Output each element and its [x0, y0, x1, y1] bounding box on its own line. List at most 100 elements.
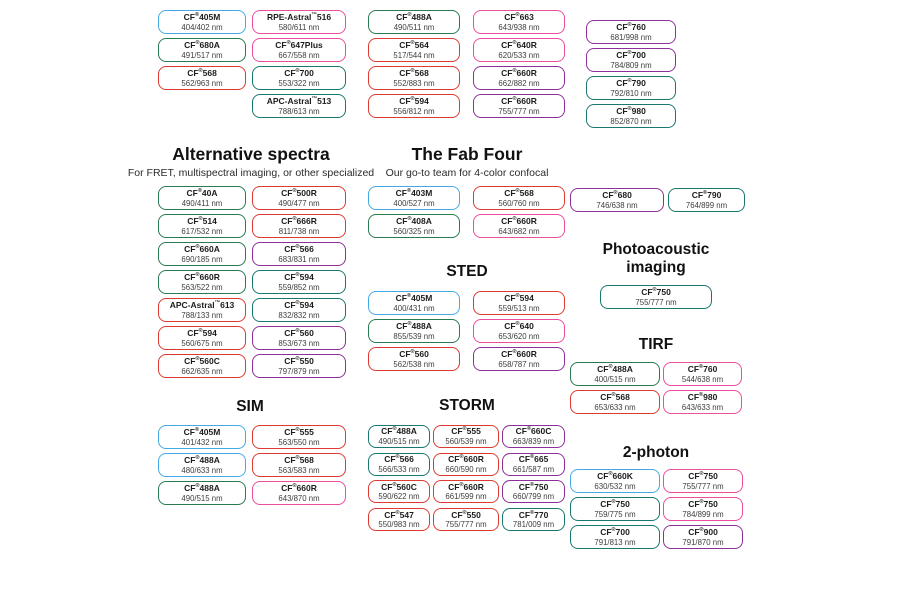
dye-name: CF®750 — [600, 498, 630, 509]
dye-wavelengths: 560/675 nm — [181, 338, 223, 348]
dye-wavelengths: 517/544 nm — [393, 50, 435, 60]
dye-wavelengths: 653/620 nm — [498, 331, 540, 341]
dye-name: CF®640R — [501, 39, 537, 50]
dye-wavelengths: 660/590 nm — [445, 464, 487, 474]
dye-wavelengths: 853/673 nm — [278, 338, 320, 348]
dye-wavelengths: 544/638 nm — [681, 374, 724, 384]
dye-wavelengths: 764/899 nm — [685, 200, 728, 210]
dye-wavelengths: 559/852 nm — [278, 282, 320, 292]
dye-wavelengths: 746/638 nm — [596, 200, 638, 210]
dye-name: CF®640 — [504, 320, 534, 331]
dye-wavelengths: 590/622 nm — [378, 492, 420, 502]
dye-name: CF®790 — [616, 77, 646, 88]
dye-wavelengths: 658/787 nm — [498, 359, 540, 369]
dye-name: CF®547 — [384, 509, 414, 520]
dye-name: CF®700 — [616, 49, 646, 60]
dye-wavelengths: 653/633 nm — [594, 402, 636, 412]
dye-name: CF®550 — [451, 509, 481, 520]
section-title: STORM — [439, 397, 495, 414]
dye-wavelengths: 560/760 nm — [498, 198, 540, 208]
dye-name: CF®560C — [381, 481, 417, 492]
dye-wavelengths: 759/775 nm — [594, 509, 636, 519]
dye-wavelengths: 791/870 nm — [682, 537, 724, 547]
dye-name: CF®790 — [691, 189, 722, 200]
dye-wavelengths: 755/777 nm — [445, 520, 487, 530]
dye-wavelengths: 788/613 nm — [278, 106, 320, 116]
dye-name: CF®660R — [448, 453, 484, 464]
dye-wavelengths: 563/522 nm — [181, 282, 223, 292]
dye-name: CF®660R — [501, 67, 537, 78]
dye-wavelengths: 781/009 nm — [512, 520, 555, 530]
dye-wavelengths: 755/777 nm — [498, 106, 540, 116]
dye-wavelengths: 550/983 nm — [378, 520, 420, 530]
dye-name: CF®700 — [600, 526, 630, 537]
dye-name: APC-Astral™613 — [169, 299, 235, 310]
dye-wavelengths: 663/839 nm — [512, 437, 555, 447]
dye-name: APC-Astral™513 — [266, 95, 332, 106]
dye-name: RPE-Astral™516 — [266, 11, 332, 22]
dye-name: CF®660R — [184, 271, 220, 282]
dye-name: CF®660R — [448, 481, 484, 492]
dye-wavelengths: 643/682 nm — [498, 226, 540, 236]
dye-name: CF®663 — [504, 11, 534, 22]
section-title: Alternative spectra — [172, 144, 330, 164]
dye-name: CF®560 — [399, 348, 429, 359]
dye-wavelengths: 559/513 nm — [498, 303, 540, 313]
dye-name: CF®488A — [396, 11, 432, 22]
dye-wavelengths: 755/777 nm — [635, 297, 677, 307]
dye-name: CF®405M — [395, 292, 433, 303]
section-title: STED — [446, 263, 488, 280]
dye-name: CF®488A — [381, 426, 417, 437]
dye-wavelengths: 560/325 nm — [393, 226, 435, 236]
dye-wavelengths: 661/599 nm — [445, 492, 487, 502]
dye-name: CF®680 — [602, 189, 632, 200]
dye-wavelengths: 811/738 nm — [278, 226, 320, 236]
dye-name: CF®666R — [281, 215, 317, 226]
dye-wavelengths: 690/185 nm — [181, 254, 223, 264]
dye-name: CF®568 — [187, 67, 217, 78]
dye-wavelengths: 490/515 nm — [181, 493, 223, 503]
dye-wavelengths: 490/515 nm — [378, 437, 420, 447]
dye-name: CF®488A — [184, 454, 220, 465]
dye-wavelengths: 552/883 nm — [393, 78, 435, 88]
dye-wavelengths: 490/477 nm — [278, 198, 320, 208]
dye-wavelengths: 404/402 nm — [181, 22, 223, 32]
dye-name: CF®594 — [284, 271, 314, 282]
dye-name: CF®40A — [186, 187, 218, 198]
dye-wavelengths: 490/511 nm — [393, 22, 435, 32]
dye-name: CF®488A — [396, 320, 432, 331]
dye-wavelengths: 852/870 nm — [610, 116, 652, 126]
dye-name: CF®750 — [688, 498, 718, 509]
